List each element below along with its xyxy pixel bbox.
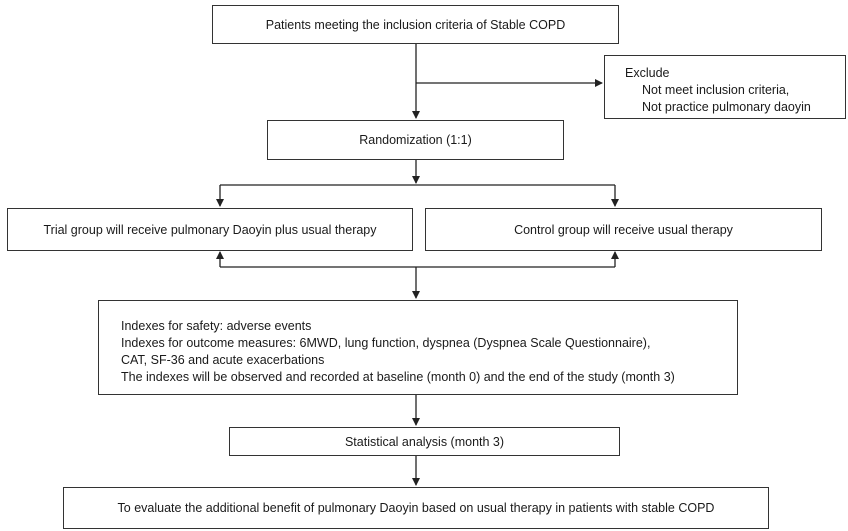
inclusion-text: Patients meeting the inclusion criteria …: [265, 17, 566, 32]
control-group-box: Control group will receive usual therapy: [425, 208, 822, 251]
indexes-box: Indexes for safety: adverse events Index…: [98, 300, 738, 395]
indexes-line: Indexes for safety: adverse events: [121, 319, 312, 333]
analysis-text: Statistical analysis (month 3): [344, 434, 505, 449]
control-group-text: Control group will receive usual therapy: [514, 222, 733, 237]
trial-group-text: Trial group will receive pulmonary Daoyi…: [43, 222, 377, 237]
conclusion-text: To evaluate the additional benefit of pu…: [117, 501, 715, 515]
randomization-text: Randomization (1:1): [359, 133, 472, 147]
conclusion-box: To evaluate the additional benefit of pu…: [63, 487, 769, 529]
exclude-title: Exclude: [625, 66, 670, 80]
indexes-line: The indexes will be observed and recorde…: [121, 370, 675, 384]
indexes-line: Indexes for outcome measures: 6MWD, lung…: [121, 336, 651, 350]
exclude-item: Not meet inclusion criteria,: [642, 83, 790, 97]
inclusion-box: Patients meeting the inclusion criteria …: [212, 5, 619, 44]
randomization-box: Randomization (1:1): [267, 120, 564, 160]
trial-group-box: Trial group will receive pulmonary Daoyi…: [7, 208, 413, 251]
exclude-item: Not practice pulmonary daoyin: [642, 100, 811, 114]
indexes-line: CAT, SF-36 and acute exacerbations: [121, 353, 325, 367]
analysis-box: Statistical analysis (month 3): [229, 427, 620, 456]
exclude-box: Exclude Not meet inclusion criteria, Not…: [604, 55, 846, 119]
